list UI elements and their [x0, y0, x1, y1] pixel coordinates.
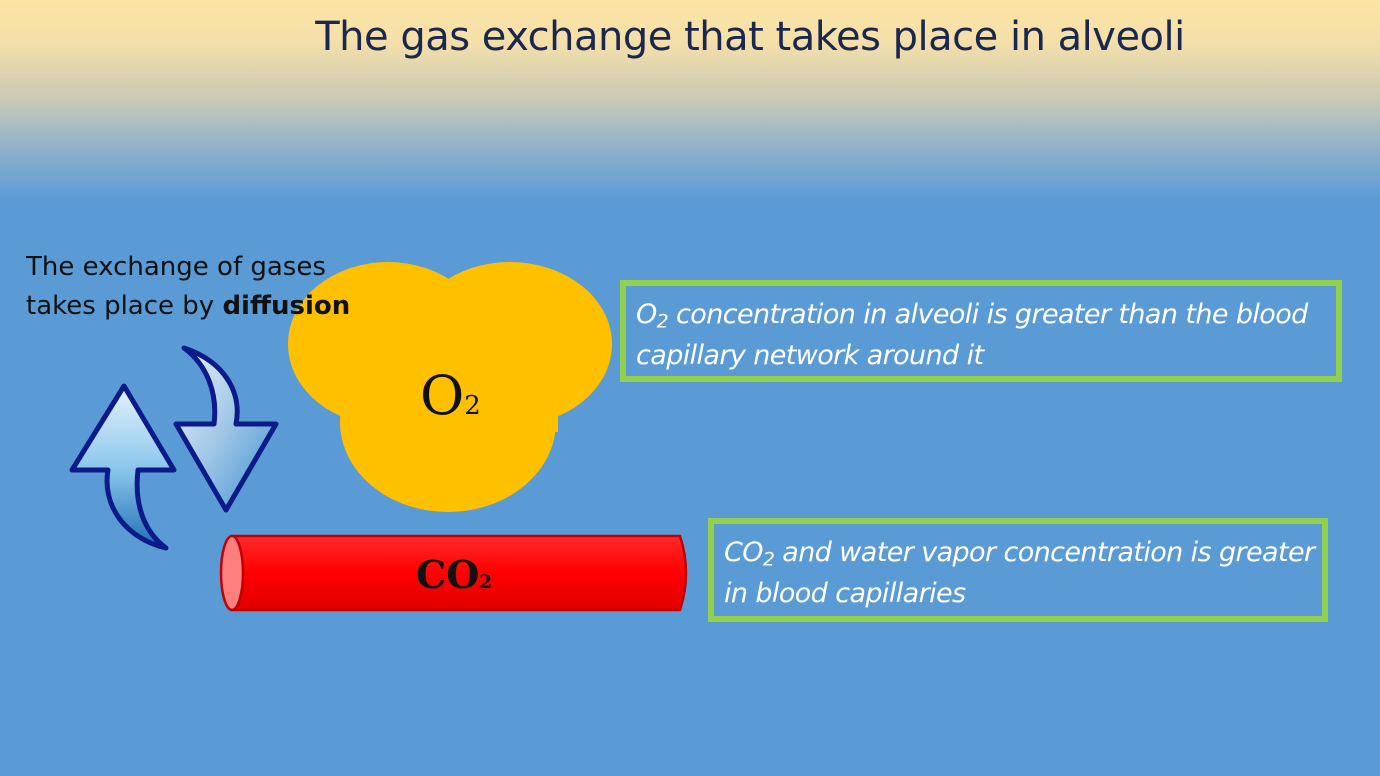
arrow-down-icon	[173, 345, 279, 513]
diffusion-note-line1: The exchange of gases	[26, 252, 326, 282]
alveolus-cloud-shape	[288, 262, 612, 512]
co2-concentration-text: and water vapor concentration is greater…	[724, 537, 1315, 609]
alveolus-o2-label: O2	[420, 364, 481, 427]
o2-concentration-box: O2 concentration in alveoli is greater t…	[620, 280, 1342, 382]
capillary-co2-label: CO2	[416, 552, 493, 597]
blood-capillary-tube	[219, 534, 688, 612]
slide-title: The gas exchange that takes place in alv…	[315, 14, 1185, 60]
co2-concentration-box: CO2 and water vapor concentration is gre…	[708, 518, 1328, 622]
arrow-up-icon	[69, 383, 177, 551]
o2-formula: O	[636, 299, 657, 330]
co2-formula: CO	[724, 537, 764, 568]
exchange-arrows	[69, 345, 279, 551]
diffusion-keyword: diffusion	[222, 291, 351, 321]
diffusion-note-line2: takes place by	[26, 291, 223, 321]
o2-concentration-text: concentration in alveoli is greater than…	[636, 299, 1308, 371]
diffusion-note: The exchange of gases takes place by dif…	[26, 248, 386, 326]
